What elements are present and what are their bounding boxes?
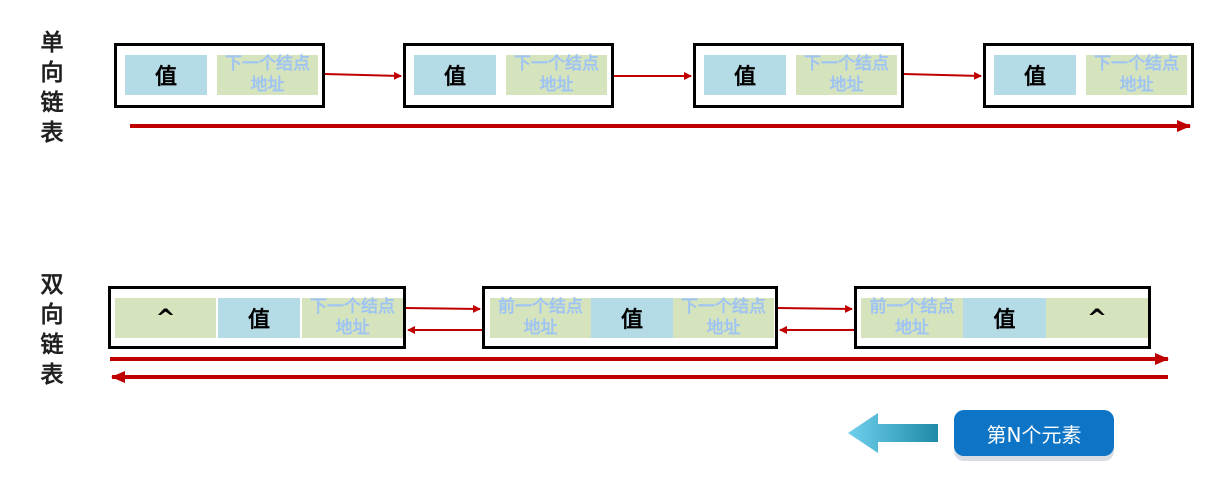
node-value: 值	[414, 55, 496, 95]
next-null-pointer: ^	[1046, 298, 1148, 338]
next-pointer: 下一个结点地址	[796, 54, 897, 95]
doubly-linked-list-label: 双向链表	[40, 272, 64, 388]
node-value: 值	[591, 298, 673, 338]
next-pointer: 下一个结点地址	[506, 54, 607, 95]
nth-element-button[interactable]: 第N个元素	[954, 410, 1114, 456]
next-pointer: 下一个结点地址	[1086, 54, 1187, 95]
doubly-forward-link-arrow	[777, 304, 853, 313]
singly-node-3: 值 下一个结点地址	[693, 43, 904, 108]
doubly-node-2: 前一个结点地址 值 下一个结点地址	[482, 286, 778, 349]
singly-link-arrow	[903, 71, 982, 80]
prev-null-pointer: ^	[115, 298, 216, 338]
next-pointer: 下一个结点地址	[217, 54, 318, 95]
node-value: 值	[704, 55, 786, 95]
prev-pointer: 前一个结点地址	[861, 297, 963, 338]
singly-link-arrow	[324, 71, 402, 80]
doubly-node-3: 前一个结点地址 值 ^	[854, 286, 1151, 349]
singly-node-1: 值 下一个结点地址	[114, 43, 325, 108]
node-value: 值	[963, 298, 1046, 338]
doubly-node-1: ^ 值 下一个结点地址	[108, 286, 406, 349]
next-pointer: 下一个结点地址	[302, 297, 403, 338]
singly-node-4: 值 下一个结点地址	[983, 43, 1194, 108]
singly-linked-list-label: 单向链表	[40, 30, 64, 146]
node-value: 值	[994, 55, 1076, 95]
back-arrow-icon[interactable]	[848, 413, 938, 453]
doubly-forward-link-arrow	[405, 304, 481, 313]
next-pointer: 下一个结点地址	[673, 297, 774, 338]
node-value: 值	[125, 55, 207, 95]
prev-pointer: 前一个结点地址	[490, 297, 591, 338]
node-value: 值	[218, 298, 300, 338]
singly-node-2: 值 下一个结点地址	[403, 43, 614, 108]
